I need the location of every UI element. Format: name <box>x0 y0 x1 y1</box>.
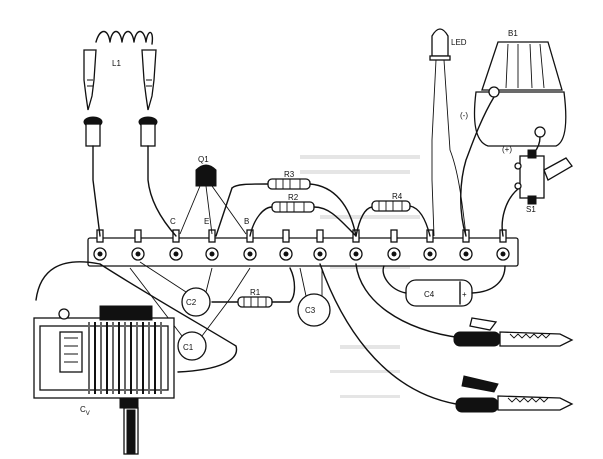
cv-plate <box>100 322 102 394</box>
led <box>429 28 467 237</box>
cv-plate <box>94 322 96 394</box>
variable-capacitor-cv <box>33 305 175 455</box>
label-pin-c: C <box>170 217 176 226</box>
terminal-lug <box>205 229 219 261</box>
terminal-lug <box>387 229 401 261</box>
battery-b1 <box>460 41 567 237</box>
background-bleed-through <box>300 155 420 398</box>
label-pin-e: E <box>204 217 209 226</box>
label-neg: (-) <box>460 111 468 120</box>
label-r3: R3 <box>284 170 295 179</box>
cv-plate <box>148 322 150 394</box>
cv-plate <box>118 322 120 394</box>
label-r2: R2 <box>288 193 299 202</box>
cv-plate <box>136 322 138 394</box>
cv-plate <box>154 322 156 394</box>
label-c4: C4 <box>424 290 435 299</box>
label-l1: L1 <box>112 59 121 68</box>
cv-plate <box>88 322 90 394</box>
label-b1: B1 <box>508 29 518 38</box>
label-c2: C2 <box>186 298 197 307</box>
cv-plate <box>124 322 126 394</box>
label-c4-polarity: + <box>462 290 467 299</box>
switch-s1 <box>501 149 573 237</box>
capacitor-c3 <box>297 267 331 327</box>
alligator-clip-upper <box>355 263 574 347</box>
terminal-lug <box>279 229 293 261</box>
label-r1: R1 <box>250 288 261 297</box>
terminal-strip <box>87 229 519 267</box>
label-led: LED <box>451 38 467 47</box>
label-c3: C3 <box>305 306 316 315</box>
label-c1: C1 <box>183 343 194 352</box>
capacitor-c4 <box>382 265 506 307</box>
cv-plate <box>160 322 162 394</box>
label-q1: Q1 <box>198 155 209 164</box>
wire-cv-lead-2 <box>99 263 238 373</box>
labels: L1 LED B1 Q1 R3 R2 R4 R1 S1 C E B C2 C1 … <box>80 29 536 417</box>
cv-plate <box>142 322 144 394</box>
label-pos: (+) <box>502 145 512 154</box>
resistor-r3 <box>215 178 357 237</box>
alligator-clip-lower <box>319 263 574 413</box>
capacitor-c1 <box>129 267 251 361</box>
wire-cv-lead <box>35 261 101 301</box>
resistor-r1 <box>211 267 296 308</box>
label-r4: R4 <box>392 192 403 201</box>
transistor-q1 <box>179 164 247 235</box>
cv-plate <box>112 322 114 394</box>
coil-l1 <box>83 30 177 237</box>
resistor-r4 <box>355 200 431 237</box>
cv-plate <box>106 322 108 394</box>
label-cv: CV <box>80 405 90 417</box>
label-s1: S1 <box>526 205 536 214</box>
capacitor-c2 <box>139 261 213 317</box>
terminal-lug <box>131 229 145 261</box>
cv-plate <box>130 322 132 394</box>
terminal-lug <box>313 229 327 261</box>
label-pin-b: B <box>244 217 249 226</box>
resistor-r2 <box>249 201 357 237</box>
